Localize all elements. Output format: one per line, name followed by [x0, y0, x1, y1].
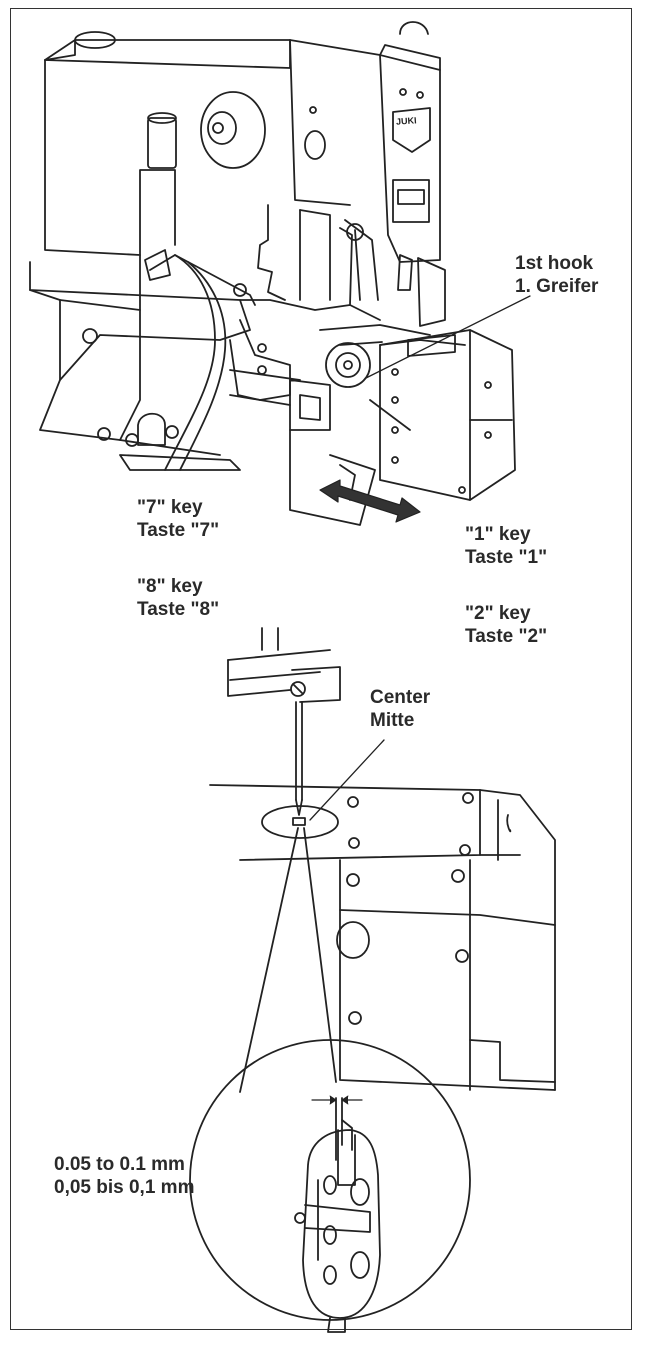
label-key-2-de: Taste "2" — [465, 626, 548, 647]
magnified-view — [189, 827, 471, 1333]
label-key-1-en: "1" key — [465, 524, 531, 545]
label-first-hook: 1st hook 1. Greifer — [515, 252, 598, 298]
label-center-en: Center — [370, 687, 431, 708]
needle-plate-drawing — [209, 627, 556, 1091]
label-key-7-en: "7" key — [137, 497, 203, 518]
label-first-hook-de: 1. Greifer — [515, 276, 599, 297]
label-key-2-en: "2" key — [465, 603, 531, 624]
label-key-8: "8" key Taste "8" — [137, 575, 219, 621]
needle-hole — [261, 805, 339, 839]
hook-body — [302, 1129, 381, 1319]
first-hook — [325, 342, 371, 388]
label-center-de: Mitte — [370, 710, 415, 731]
label-key-7: "7" key Taste "7" — [137, 496, 219, 542]
label-gap-en: 0.05 to 0.1 mm — [54, 1154, 185, 1175]
double-arrow-icon — [319, 479, 421, 523]
label-center: Center Mitte — [370, 686, 430, 732]
handwheel — [200, 91, 266, 169]
label-key-8-en: "8" key — [137, 576, 203, 597]
bobbin-winder — [147, 117, 177, 169]
label-key-7-de: Taste "7" — [137, 520, 220, 541]
center-leader-line — [309, 739, 385, 821]
machine-head-drawing — [29, 21, 516, 526]
label-key-2: "2" key Taste "2" — [465, 602, 547, 648]
screw-icon — [165, 425, 179, 439]
hook-leader-line — [365, 295, 531, 379]
magnify-circle — [189, 1039, 471, 1321]
label-first-hook-en: 1st hook — [515, 253, 594, 274]
hook-cover — [379, 329, 516, 501]
label-key-1: "1" key Taste "1" — [465, 523, 547, 569]
label-key-8-de: Taste "8" — [137, 599, 220, 620]
label-gap-de: 0,05 bis 0,1 mm — [54, 1177, 195, 1198]
screw-icon — [125, 433, 139, 447]
juki-logo: JUKI — [395, 115, 417, 127]
label-gap: 0.05 to 0.1 mm 0,05 bis 0,1 mm — [54, 1153, 194, 1199]
screw-icon — [82, 328, 98, 344]
label-key-1-de: Taste "1" — [465, 547, 548, 568]
juki-badge — [392, 107, 431, 153]
screw-icon — [97, 427, 111, 441]
